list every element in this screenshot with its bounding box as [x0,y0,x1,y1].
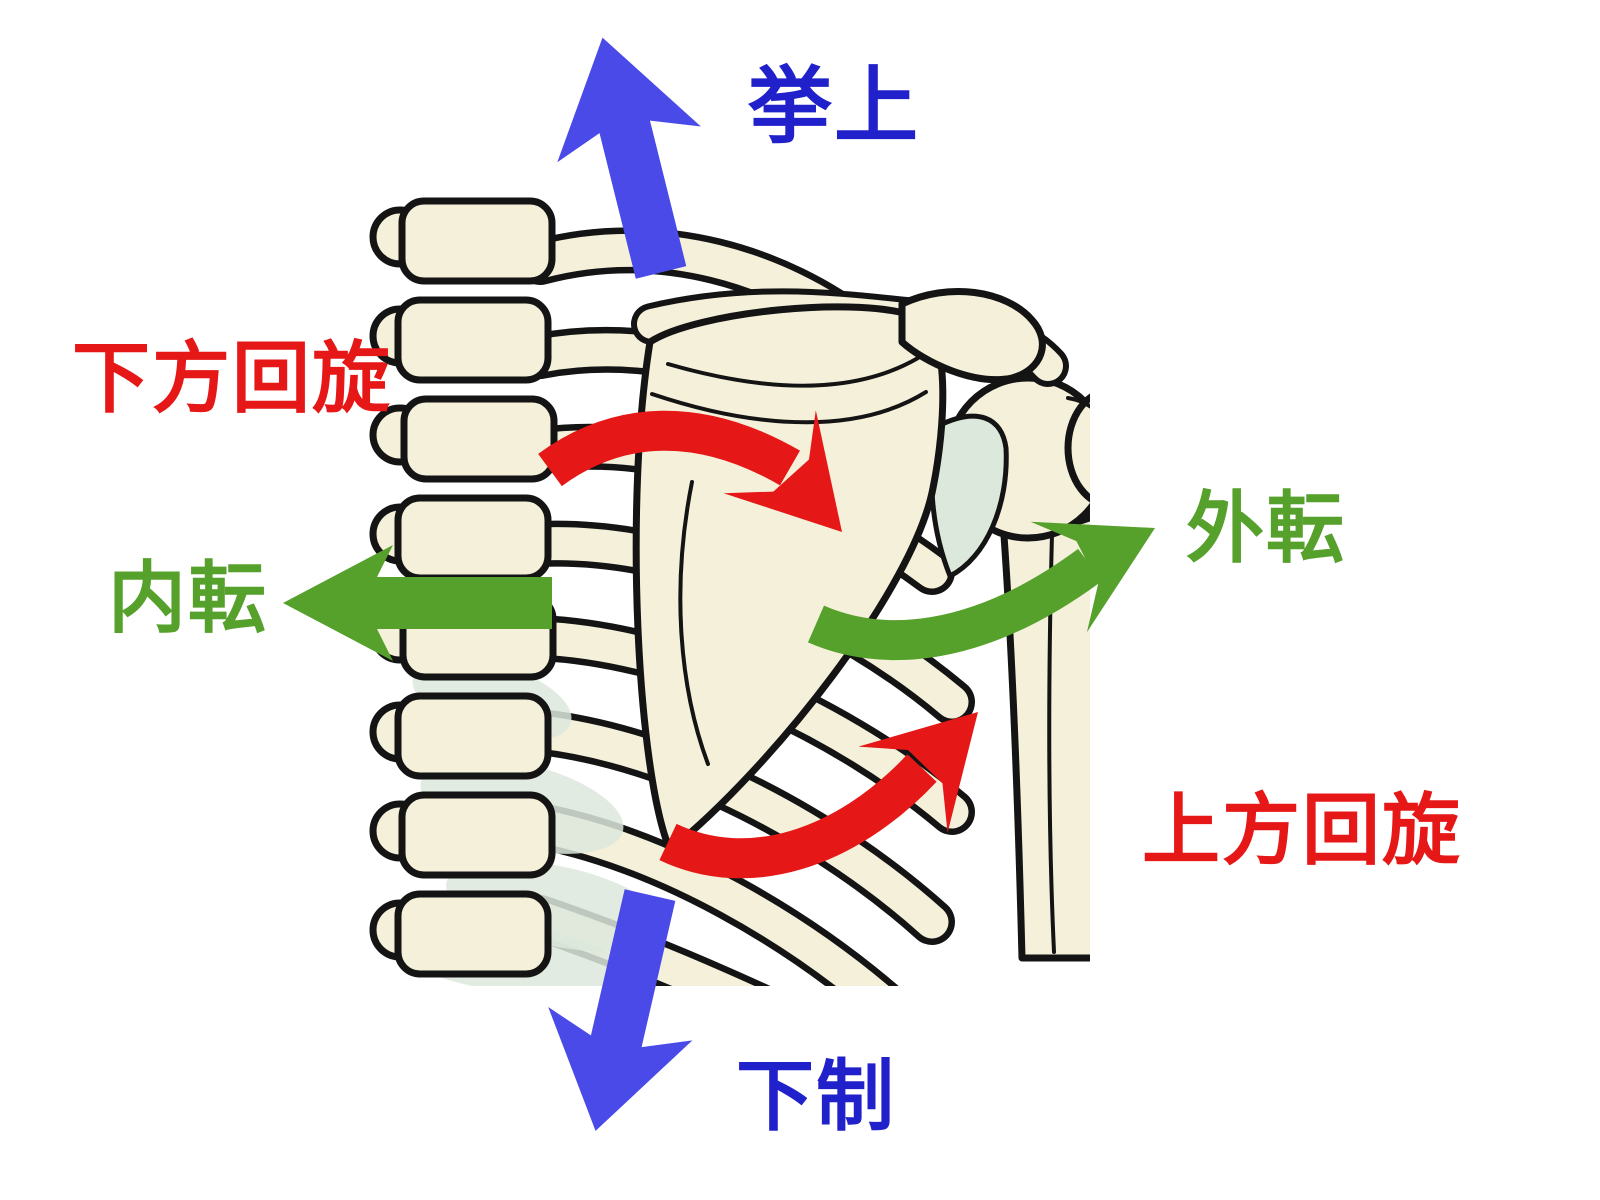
skeleton-illustration [369,197,1090,986]
abduction-label: 外転 [1186,484,1347,574]
vertebra [369,395,558,483]
vertebra [369,692,552,780]
adduction-label: 内転 [108,554,269,644]
scapular-spine-line [666,356,920,388]
downward-rotation-arrow-icon [538,410,842,532]
vertebra [369,890,552,978]
scapular-spine-line [650,390,928,425]
adduction-arrow-icon [283,545,552,661]
vertebra [369,791,556,879]
fossa-line [678,480,710,766]
abduction-arrow-icon [807,521,1155,661]
elevation-arrow-icon [557,37,701,279]
depression-arrow-icon [548,889,693,1131]
acromion [898,287,1046,383]
elevation-label: 挙上 [748,57,921,155]
upward-rotation-label: 上方回旋 [1142,786,1463,876]
upward-rotation-arrow-icon [659,712,978,879]
greater-tubercle [1064,393,1090,503]
downward-rotation-label: 下方回旋 [72,334,393,424]
movement-arrows [283,37,1155,1131]
scapula [632,287,1046,854]
spine [369,197,558,978]
vertebra [369,197,556,285]
vertebra [369,494,552,582]
vertebra [369,296,552,384]
depression-label: 下制 [736,1052,897,1142]
